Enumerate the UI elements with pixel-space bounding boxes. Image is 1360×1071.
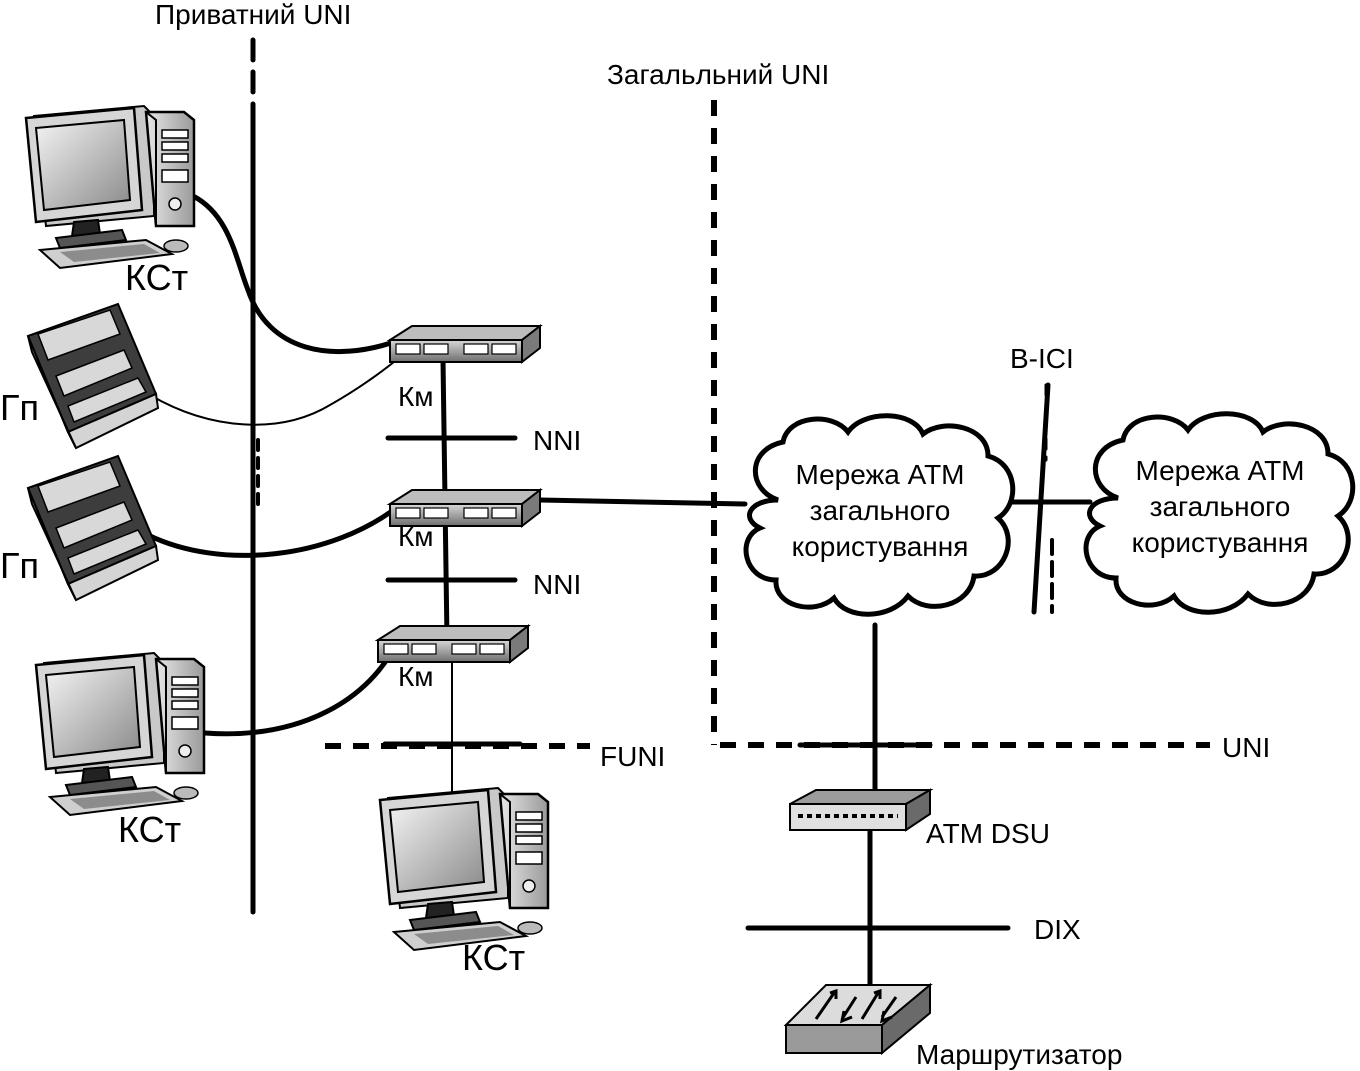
label-gp-1: Гп xyxy=(0,387,39,428)
cloud-right-line-2: загального xyxy=(1150,491,1291,522)
computer-icon xyxy=(378,786,550,952)
label-dix: DIX xyxy=(1034,914,1081,945)
cloud-left-line-2: загального xyxy=(810,495,951,526)
label-kst-bottom: КСт xyxy=(462,937,525,978)
dsu-icon xyxy=(789,788,934,832)
label-public-uni: Загальльний UNI xyxy=(607,59,829,90)
funi-bar xyxy=(325,741,590,749)
label-private-uni: Приватний UNI xyxy=(155,0,351,30)
label-gp-2: Гп xyxy=(0,545,39,586)
label-km-2: Км xyxy=(398,521,434,552)
label-b-ici: B-ICI xyxy=(1010,343,1074,374)
label-kst-bottom-left: КСт xyxy=(118,809,181,850)
cloud-left-line-1: Мережа АТМ xyxy=(795,459,964,490)
computer-icon xyxy=(24,104,196,270)
label-nni-1: NNI xyxy=(533,425,581,456)
terminal-icon xyxy=(27,303,159,449)
atm-switch-icon xyxy=(377,625,529,663)
b-ici-boundary xyxy=(1031,382,1054,615)
label-nni-2: NNI xyxy=(533,569,581,600)
label-kst-top: КСт xyxy=(125,257,188,298)
public-uni-boundary xyxy=(711,100,1210,748)
cloud-left-line-3: користування xyxy=(792,531,969,562)
atm-switch-icon xyxy=(389,325,541,363)
terminal-icon xyxy=(27,455,159,601)
router-icon xyxy=(783,982,933,1056)
label-funi: FUNI xyxy=(600,741,665,772)
label-router: Маршрутизатор xyxy=(916,1039,1122,1070)
cloud-right-line-3: користування xyxy=(1132,527,1309,558)
private-uni-boundary xyxy=(250,37,260,915)
label-atm-dsu: ATM DSU xyxy=(926,818,1050,849)
label-uni: UNI xyxy=(1222,732,1270,763)
label-km-3: Км xyxy=(398,661,434,692)
label-km-1: Км xyxy=(398,381,434,412)
computer-icon xyxy=(34,651,206,817)
cloud-right-line-1: Мережа АТМ xyxy=(1135,455,1304,486)
